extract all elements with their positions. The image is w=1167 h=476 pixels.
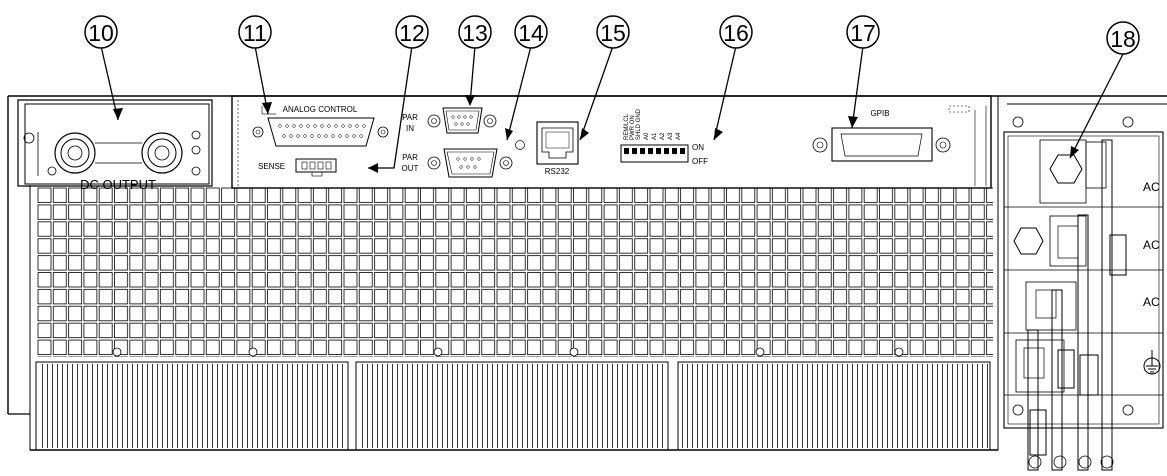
ac-label-1: AC — [1143, 180, 1160, 194]
par-out-label-2: OUT — [402, 164, 419, 173]
callout-12: 12 — [395, 15, 429, 49]
par-in-connector: PAR IN — [402, 107, 497, 134]
callout-18: 18 — [1106, 21, 1140, 55]
ac-input-block: AC AC AC — [1003, 103, 1167, 471]
off-label: OFF — [692, 157, 708, 166]
dip-label-0: REM/LCL — [624, 113, 630, 140]
dc-output-block: DC OUTPUT — [17, 99, 213, 192]
control-panel: ANALOG CONTROL SENSE — [231, 95, 992, 189]
rs232-connector: RS232 — [536, 121, 579, 176]
dip-label-6: A3 — [668, 132, 674, 140]
callout-16-number: 16 — [723, 20, 749, 46]
rs232-label: RS232 — [545, 167, 570, 176]
analog-control-label: ANALOG CONTROL — [283, 105, 358, 114]
ac-label-2: AC — [1143, 238, 1160, 252]
callout-17-number: 17 — [850, 20, 876, 46]
callout-16: 16 — [719, 15, 753, 49]
callout-11: 11 — [238, 15, 272, 49]
callout-18-number: 18 — [1110, 26, 1136, 52]
heatsink-fins — [35, 361, 991, 451]
par-in-label-2: IN — [406, 124, 414, 133]
callout-10-number: 10 — [88, 20, 114, 46]
dc-output-terminal-negative — [54, 132, 96, 174]
par-out-connector: PAR OUT — [402, 140, 525, 178]
gpib-connector: GPIB — [812, 105, 987, 186]
callout-13: 13 — [458, 15, 492, 49]
address-dip-switch: REM/LCL PWR ON SHLD GND A0 A1 A2 A3 A4 O… — [620, 108, 708, 166]
callouts: 10 11 12 13 14 15 16 17 — [84, 15, 1140, 55]
dip-label-5: A2 — [660, 132, 666, 140]
callout-arrowheads — [113, 95, 1079, 173]
dc-output-terminal-positive — [141, 132, 183, 174]
par-in-label-1: PAR — [402, 113, 418, 122]
ventilation-grid — [37, 187, 993, 357]
sense-connector: SENSE — [258, 158, 337, 177]
analog-control-pins — [278, 124, 366, 138]
callout-leaders — [100, 45, 1124, 169]
callout-12-number: 12 — [399, 20, 425, 46]
callout-11-number: 11 — [243, 20, 267, 46]
callout-14-number: 14 — [518, 20, 544, 46]
gpib-label: GPIB — [870, 109, 889, 118]
dip-label-1: PWR ON — [630, 115, 636, 140]
on-label: ON — [692, 143, 704, 152]
par-out-label-1: PAR — [402, 153, 418, 162]
callout-17: 17 — [846, 15, 880, 49]
dip-label-7: A4 — [676, 132, 682, 140]
ac-label-3: AC — [1143, 295, 1160, 309]
protective-earth-ground-icon — [1143, 350, 1161, 375]
dip-label-3: A0 — [644, 132, 650, 140]
analog-control-connector: ANALOG CONTROL — [252, 105, 389, 147]
callout-15: 15 — [596, 15, 630, 49]
dip-label-4: A1 — [652, 132, 658, 140]
dip-label-2: SHLD GND — [636, 108, 642, 140]
callout-10: 10 — [84, 15, 118, 49]
callout-13-number: 13 — [462, 20, 488, 46]
vent-screw-holes — [112, 347, 904, 357]
callout-15-number: 15 — [600, 20, 626, 46]
callout-14: 14 — [514, 15, 548, 49]
sense-label: SENSE — [258, 162, 285, 171]
ac-cables — [1027, 139, 1127, 471]
